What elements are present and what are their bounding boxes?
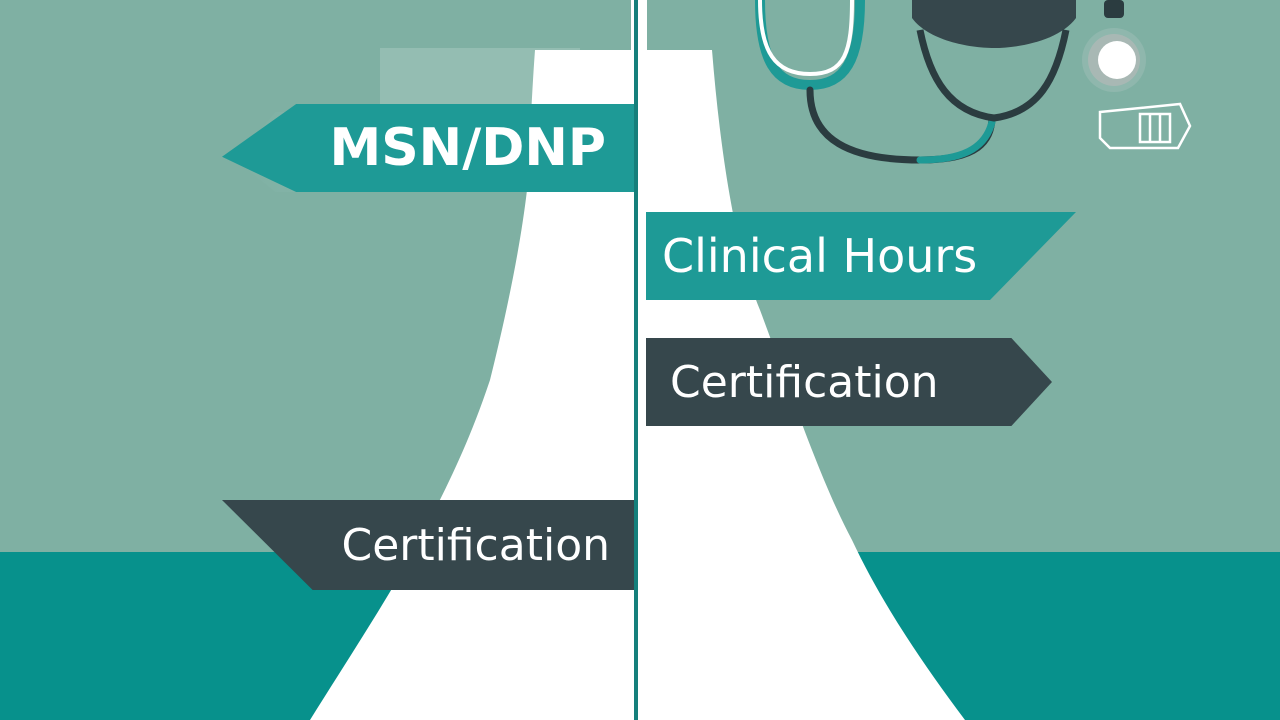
stethoscope-icon [755,0,996,164]
bandage-outline-icon [1098,102,1192,150]
sign-clinical-hours: Clinical Hours [646,212,1076,300]
dot-icon [1082,28,1146,92]
sign-certification-right-label: Certification [670,356,939,408]
scrub-cap-icon [912,0,1076,122]
sign-certification-left-label: Certification [341,519,610,571]
sign-certification-left: Certification [222,500,634,590]
knob-icon [1104,0,1124,18]
signpost-pole-stripe [634,0,638,720]
sign-msn-dnp-label: MSN/DNP [329,118,606,178]
sign-certification-right: Certification [646,338,1052,426]
sign-msn-dnp: MSN/DNP [222,104,634,192]
sign-clinical-hours-label: Clinical Hours [662,229,978,283]
